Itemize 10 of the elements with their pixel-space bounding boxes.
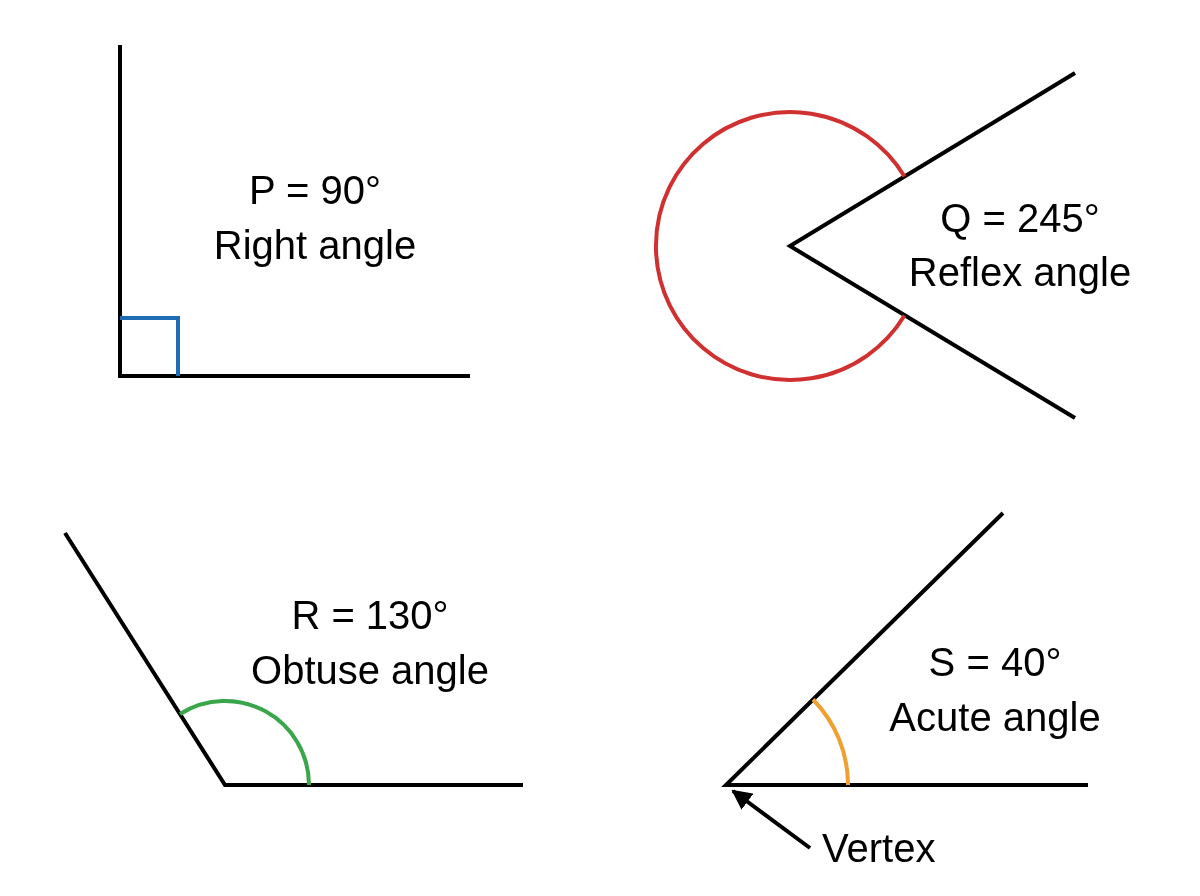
angle-measure: P = 90° xyxy=(249,167,381,213)
leader-arrow xyxy=(731,789,812,850)
vertex-label: Vertex xyxy=(822,825,936,871)
angle-measure: R = 130° xyxy=(291,592,449,638)
angle-name: Reflex angle xyxy=(908,249,1132,295)
angle-measure: S = 40° xyxy=(928,639,1062,685)
angle-name: Obtuse angle xyxy=(251,647,489,693)
angle-measure: Q = 245° xyxy=(940,195,1100,241)
angle-name: Right angle xyxy=(213,222,417,268)
angle-name: Acute angle xyxy=(889,694,1101,740)
